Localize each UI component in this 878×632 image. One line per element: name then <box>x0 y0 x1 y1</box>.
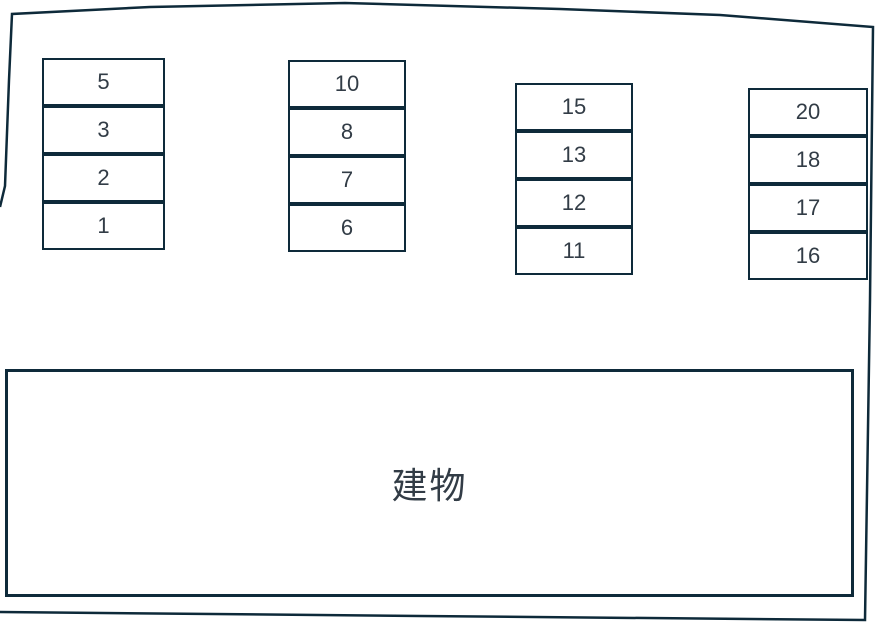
parking-space-8: 8 <box>288 108 406 156</box>
parking-space-13: 13 <box>515 131 633 179</box>
parking-space-10: 10 <box>288 60 406 108</box>
parking-column-3: 15 13 12 11 <box>515 83 633 275</box>
parking-space-1: 1 <box>42 202 165 250</box>
parking-space-12: 12 <box>515 179 633 227</box>
building-outline: 建物 <box>5 369 854 597</box>
parking-column-2: 10 8 7 6 <box>288 60 406 252</box>
parking-column-1: 5 3 2 1 <box>42 58 165 250</box>
parking-space-11: 11 <box>515 227 633 275</box>
parking-space-3: 3 <box>42 106 165 154</box>
parking-space-5: 5 <box>42 58 165 106</box>
building-label: 建物 <box>391 465 468 506</box>
parking-space-17: 17 <box>748 184 868 232</box>
parking-space-2: 2 <box>42 154 165 202</box>
parking-space-16: 16 <box>748 232 868 280</box>
parking-column-4: 20 18 17 16 <box>748 88 868 280</box>
parking-space-7: 7 <box>288 156 406 204</box>
parking-space-18: 18 <box>748 136 868 184</box>
parking-space-20: 20 <box>748 88 868 136</box>
parking-space-15: 15 <box>515 83 633 131</box>
parking-space-6: 6 <box>288 204 406 252</box>
